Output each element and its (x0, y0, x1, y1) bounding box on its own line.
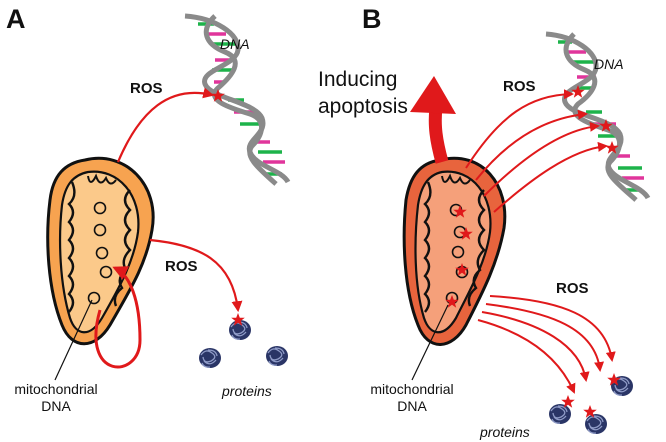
panel-a-mtdna-label: mitochondrial DNA (0, 381, 112, 415)
ros-arrows-to-proteins (477, 295, 616, 394)
apoptosis-arrow (428, 107, 449, 164)
panel-b-letter: B (362, 4, 382, 34)
mtdna-label-line2: DNA (41, 398, 71, 414)
panel-a-letter: A (6, 4, 26, 34)
ros-arrow-to-protein (149, 238, 243, 313)
ros-arrow-to-mtdna (94, 266, 142, 369)
panel-a-dna-label: DNA (220, 36, 250, 52)
panel-a-proteins-label: proteins (222, 383, 272, 399)
mtdna-pointer-b (411, 304, 449, 381)
mitochondrion-icon-a (46, 156, 155, 346)
panel-a-ros-dna-label: ROS (130, 80, 163, 97)
panel-b-proteins-label: proteins (480, 424, 530, 440)
mtdna-pointer-a (54, 299, 93, 381)
apoptosis-label: Inducing apoptosis (318, 66, 408, 120)
apoptosis-line1: Inducing (318, 68, 398, 91)
panel-b-ros-protein-label: ROS (556, 280, 589, 297)
mitochondrion-icon-b (402, 156, 507, 346)
apoptosis-line2: apoptosis (318, 95, 408, 118)
panel-b-mtdna-label: mitochondrial DNA (356, 381, 468, 415)
mtdna-label-line2: DNA (397, 398, 427, 414)
panel-b-dna-label: DNA (594, 56, 624, 72)
protein-icon-a (198, 319, 289, 369)
dna-helix-icon-a (184, 13, 291, 186)
apoptosis-arrowhead (410, 76, 456, 114)
panel-a-ros-protein-label: ROS (165, 258, 198, 275)
mtdna-label-line1: mitochondrial (370, 381, 454, 397)
ros-arrows-to-dna (465, 89, 608, 213)
panel-b-ros-dna-label: ROS (503, 78, 536, 95)
protein-icon-b (548, 375, 634, 435)
mtdna-label-line1: mitochondrial (14, 381, 98, 397)
ros-arrow-to-dna (116, 87, 215, 163)
